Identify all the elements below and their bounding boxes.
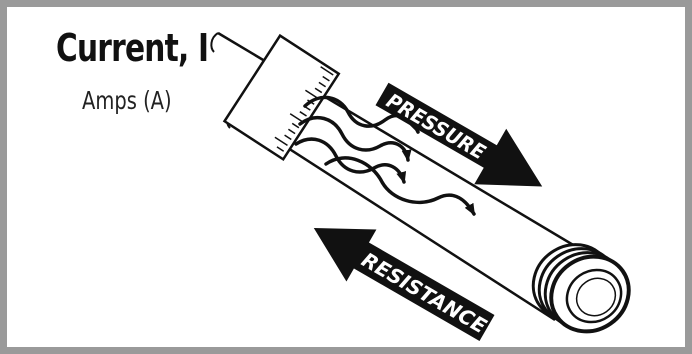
resistance-label: RESISTANCE (358, 247, 492, 338)
title: Current, I (56, 26, 209, 70)
pipe-icon (210, 31, 631, 334)
arrow-up-left-icon (313, 228, 495, 341)
pressure-arrow: PRESSURE (375, 82, 543, 187)
ruler-icon (222, 33, 341, 162)
pipe-end-cap (531, 243, 631, 334)
arrow-down-right-icon (375, 82, 543, 187)
wavy-arrow-icon (294, 95, 476, 216)
subtitle-unit: Amps (A) (82, 86, 172, 115)
pressure-label: PRESSURE (382, 88, 490, 164)
resistance-arrow: RESISTANCE (313, 228, 495, 341)
